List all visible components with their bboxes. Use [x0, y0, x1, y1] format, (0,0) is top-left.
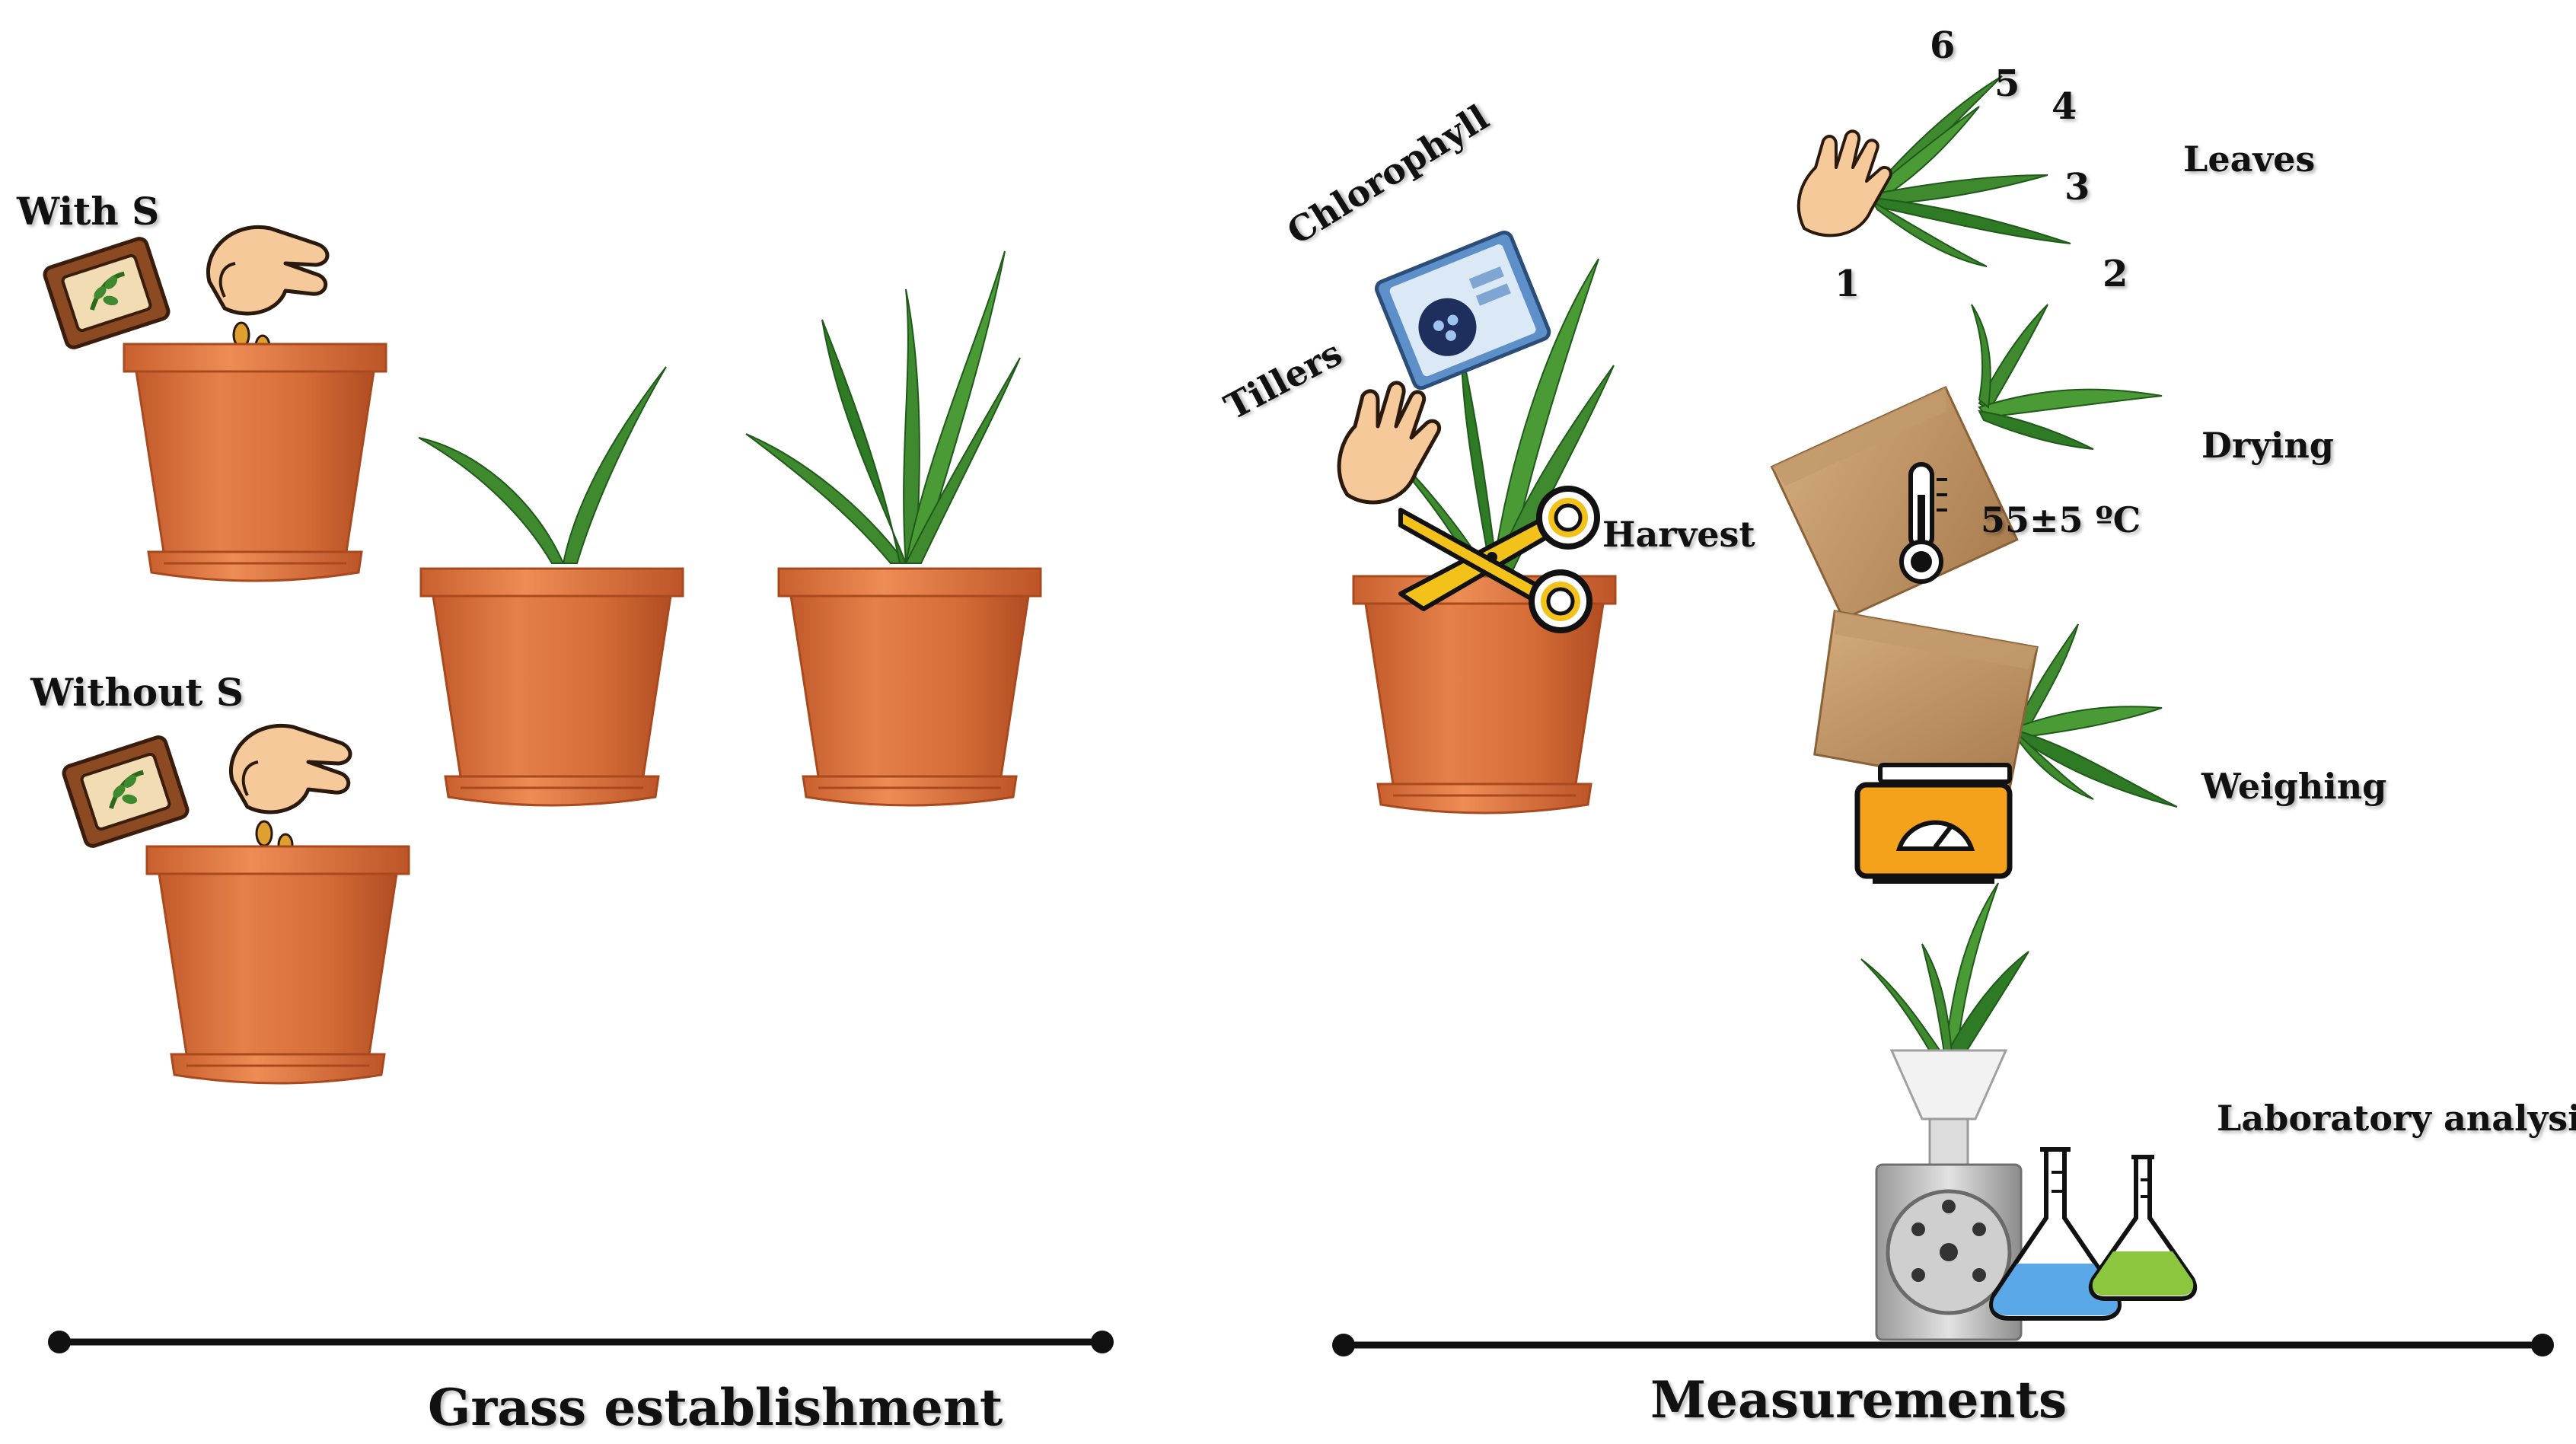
- with-s-label: With S: [17, 189, 160, 234]
- drying-temperature: 55±5 ºC: [1981, 499, 2141, 540]
- grass-icon: [1860, 882, 2029, 1066]
- pot-icon: [145, 845, 410, 1085]
- with-s-group: [43, 227, 387, 582]
- thermometer-icon: [1899, 462, 1947, 584]
- without-s-label: Without S: [30, 670, 244, 715]
- grass-establishment-title: Grass establishment: [428, 1378, 1003, 1437]
- harvest-group: [1337, 230, 1617, 814]
- pot-icon: [419, 567, 684, 807]
- grown-grass-pot-group: [745, 250, 1042, 807]
- leaf-number-3: 3: [2064, 166, 2090, 209]
- pot-icon: [777, 567, 1042, 807]
- pot-icon: [123, 343, 387, 582]
- leaf-number-1: 1: [1835, 263, 1860, 305]
- measurements-title: Measurements: [1650, 1370, 2067, 1430]
- timeline-measurements: [1332, 1334, 2554, 1356]
- mill-icon: [1875, 1049, 2023, 1341]
- hand-counting-icon: [1337, 381, 1442, 505]
- grass-icon: [2015, 623, 2178, 808]
- leaf-number-6: 6: [1930, 24, 1956, 67]
- drying-label: Drying: [2201, 425, 2334, 466]
- seed-bag-icon: [62, 735, 189, 848]
- leaf-number-2: 2: [2103, 253, 2128, 295]
- hand-sowing-icon: [231, 725, 350, 856]
- weighing-group: [1813, 610, 2178, 884]
- weighing-label: Weighing: [2201, 766, 2387, 807]
- grass-icon: [1971, 304, 2163, 450]
- scissors-icon: [1398, 486, 1600, 633]
- flask-icon: [1989, 1147, 2122, 1321]
- grass-icon: [1870, 75, 2071, 267]
- flask-icon: [2088, 1155, 2198, 1301]
- paper-bag-icon: [1770, 386, 2019, 621]
- drying-group: [1770, 304, 2163, 621]
- leaf-number-4: 4: [2052, 85, 2077, 128]
- grass-icon: [418, 366, 667, 564]
- hand-sowing-icon: [208, 227, 327, 357]
- scale-icon: [1854, 763, 2013, 884]
- seedling-pot-group: [418, 366, 684, 807]
- laboratory-group: [1860, 882, 2198, 1341]
- grass-icon: [745, 250, 1021, 564]
- hand-counting-icon: [1797, 129, 1892, 237]
- seed-bag-icon: [43, 237, 170, 349]
- harvest-label: Harvest: [1602, 514, 1755, 555]
- timeline-establishment: [48, 1331, 1114, 1353]
- leaf-number-5: 5: [1994, 62, 2020, 105]
- leaves-counting-group: [1797, 75, 2071, 267]
- laboratory-analysis-label: Laboratory analysis: [2217, 1098, 2576, 1139]
- chlorophyll-meter-icon: [1374, 230, 1551, 390]
- without-s-group: [62, 725, 410, 1085]
- leaves-label: Leaves: [2183, 139, 2316, 180]
